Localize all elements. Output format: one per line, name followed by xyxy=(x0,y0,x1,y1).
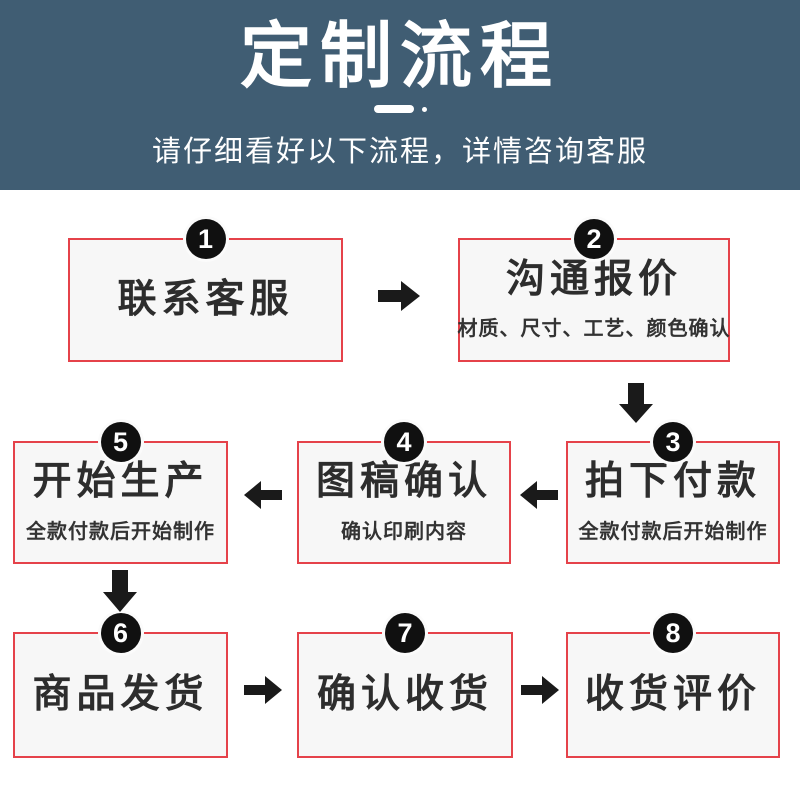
step-box-2: 2 沟通报价 材质、尺寸、工艺、颜色确认 xyxy=(457,219,731,362)
step-box-3: 3 拍下付款 全款付款后开始制作 xyxy=(566,422,780,564)
arrow-left-icon xyxy=(520,481,558,509)
step-label: 联系客服 xyxy=(117,277,294,321)
step-box-4: 4 图稿确认 确认印刷内容 xyxy=(297,422,511,564)
step-number-badge: 2 xyxy=(574,219,614,259)
arrow-right-icon xyxy=(378,281,420,311)
step-box-1: 1 联系客服 xyxy=(68,219,343,362)
step-number-badge: 5 xyxy=(100,422,141,462)
page-title: 定制流程 xyxy=(239,17,560,97)
step-label: 开始生产 xyxy=(32,460,209,504)
step-label: 图稿确认 xyxy=(315,460,492,504)
step-number-badge: 6 xyxy=(100,613,141,653)
step-number-badge: 4 xyxy=(384,422,424,462)
step-box-7: 7 确认收货 xyxy=(297,613,513,758)
step-box-5: 5 开始生产 全款付款后开始制作 xyxy=(13,422,228,564)
step-label: 沟通报价 xyxy=(505,257,682,301)
step-sublabel: 确认印刷内容 xyxy=(341,520,467,543)
step-sublabel: 全款付款后开始制作 xyxy=(26,520,215,543)
step-label: 收货评价 xyxy=(584,672,761,716)
step-label: 商品发货 xyxy=(32,672,209,716)
step-sublabel: 全款付款后开始制作 xyxy=(578,520,768,543)
step-number-badge: 8 xyxy=(653,613,693,653)
step-sublabel: 材质、尺寸、工艺、颜色确认 xyxy=(457,318,731,341)
step-number-badge: 1 xyxy=(185,219,226,259)
step-label: 拍下付款 xyxy=(584,460,761,504)
header-banner: 定制流程 请仔细看好以下流程，详情咨询客服 xyxy=(0,0,800,190)
step-number-badge: 7 xyxy=(385,613,425,653)
arrow-right-icon xyxy=(521,676,559,704)
step-number-badge: 3 xyxy=(653,422,693,462)
divider-dash-icon xyxy=(373,105,414,113)
arrow-right-icon xyxy=(244,676,282,704)
arrow-down-icon xyxy=(103,570,137,612)
step-label: 确认收货 xyxy=(316,672,493,716)
step-box-8: 8 收货评价 xyxy=(566,613,780,758)
step-box-6: 6 商品发货 xyxy=(13,613,228,758)
title-divider xyxy=(373,104,427,114)
arrow-left-icon xyxy=(244,481,282,509)
arrow-down-icon xyxy=(619,383,653,423)
divider-dot-icon xyxy=(421,106,427,112)
page-subtitle: 请仔细看好以下流程，详情咨询客服 xyxy=(151,136,648,168)
